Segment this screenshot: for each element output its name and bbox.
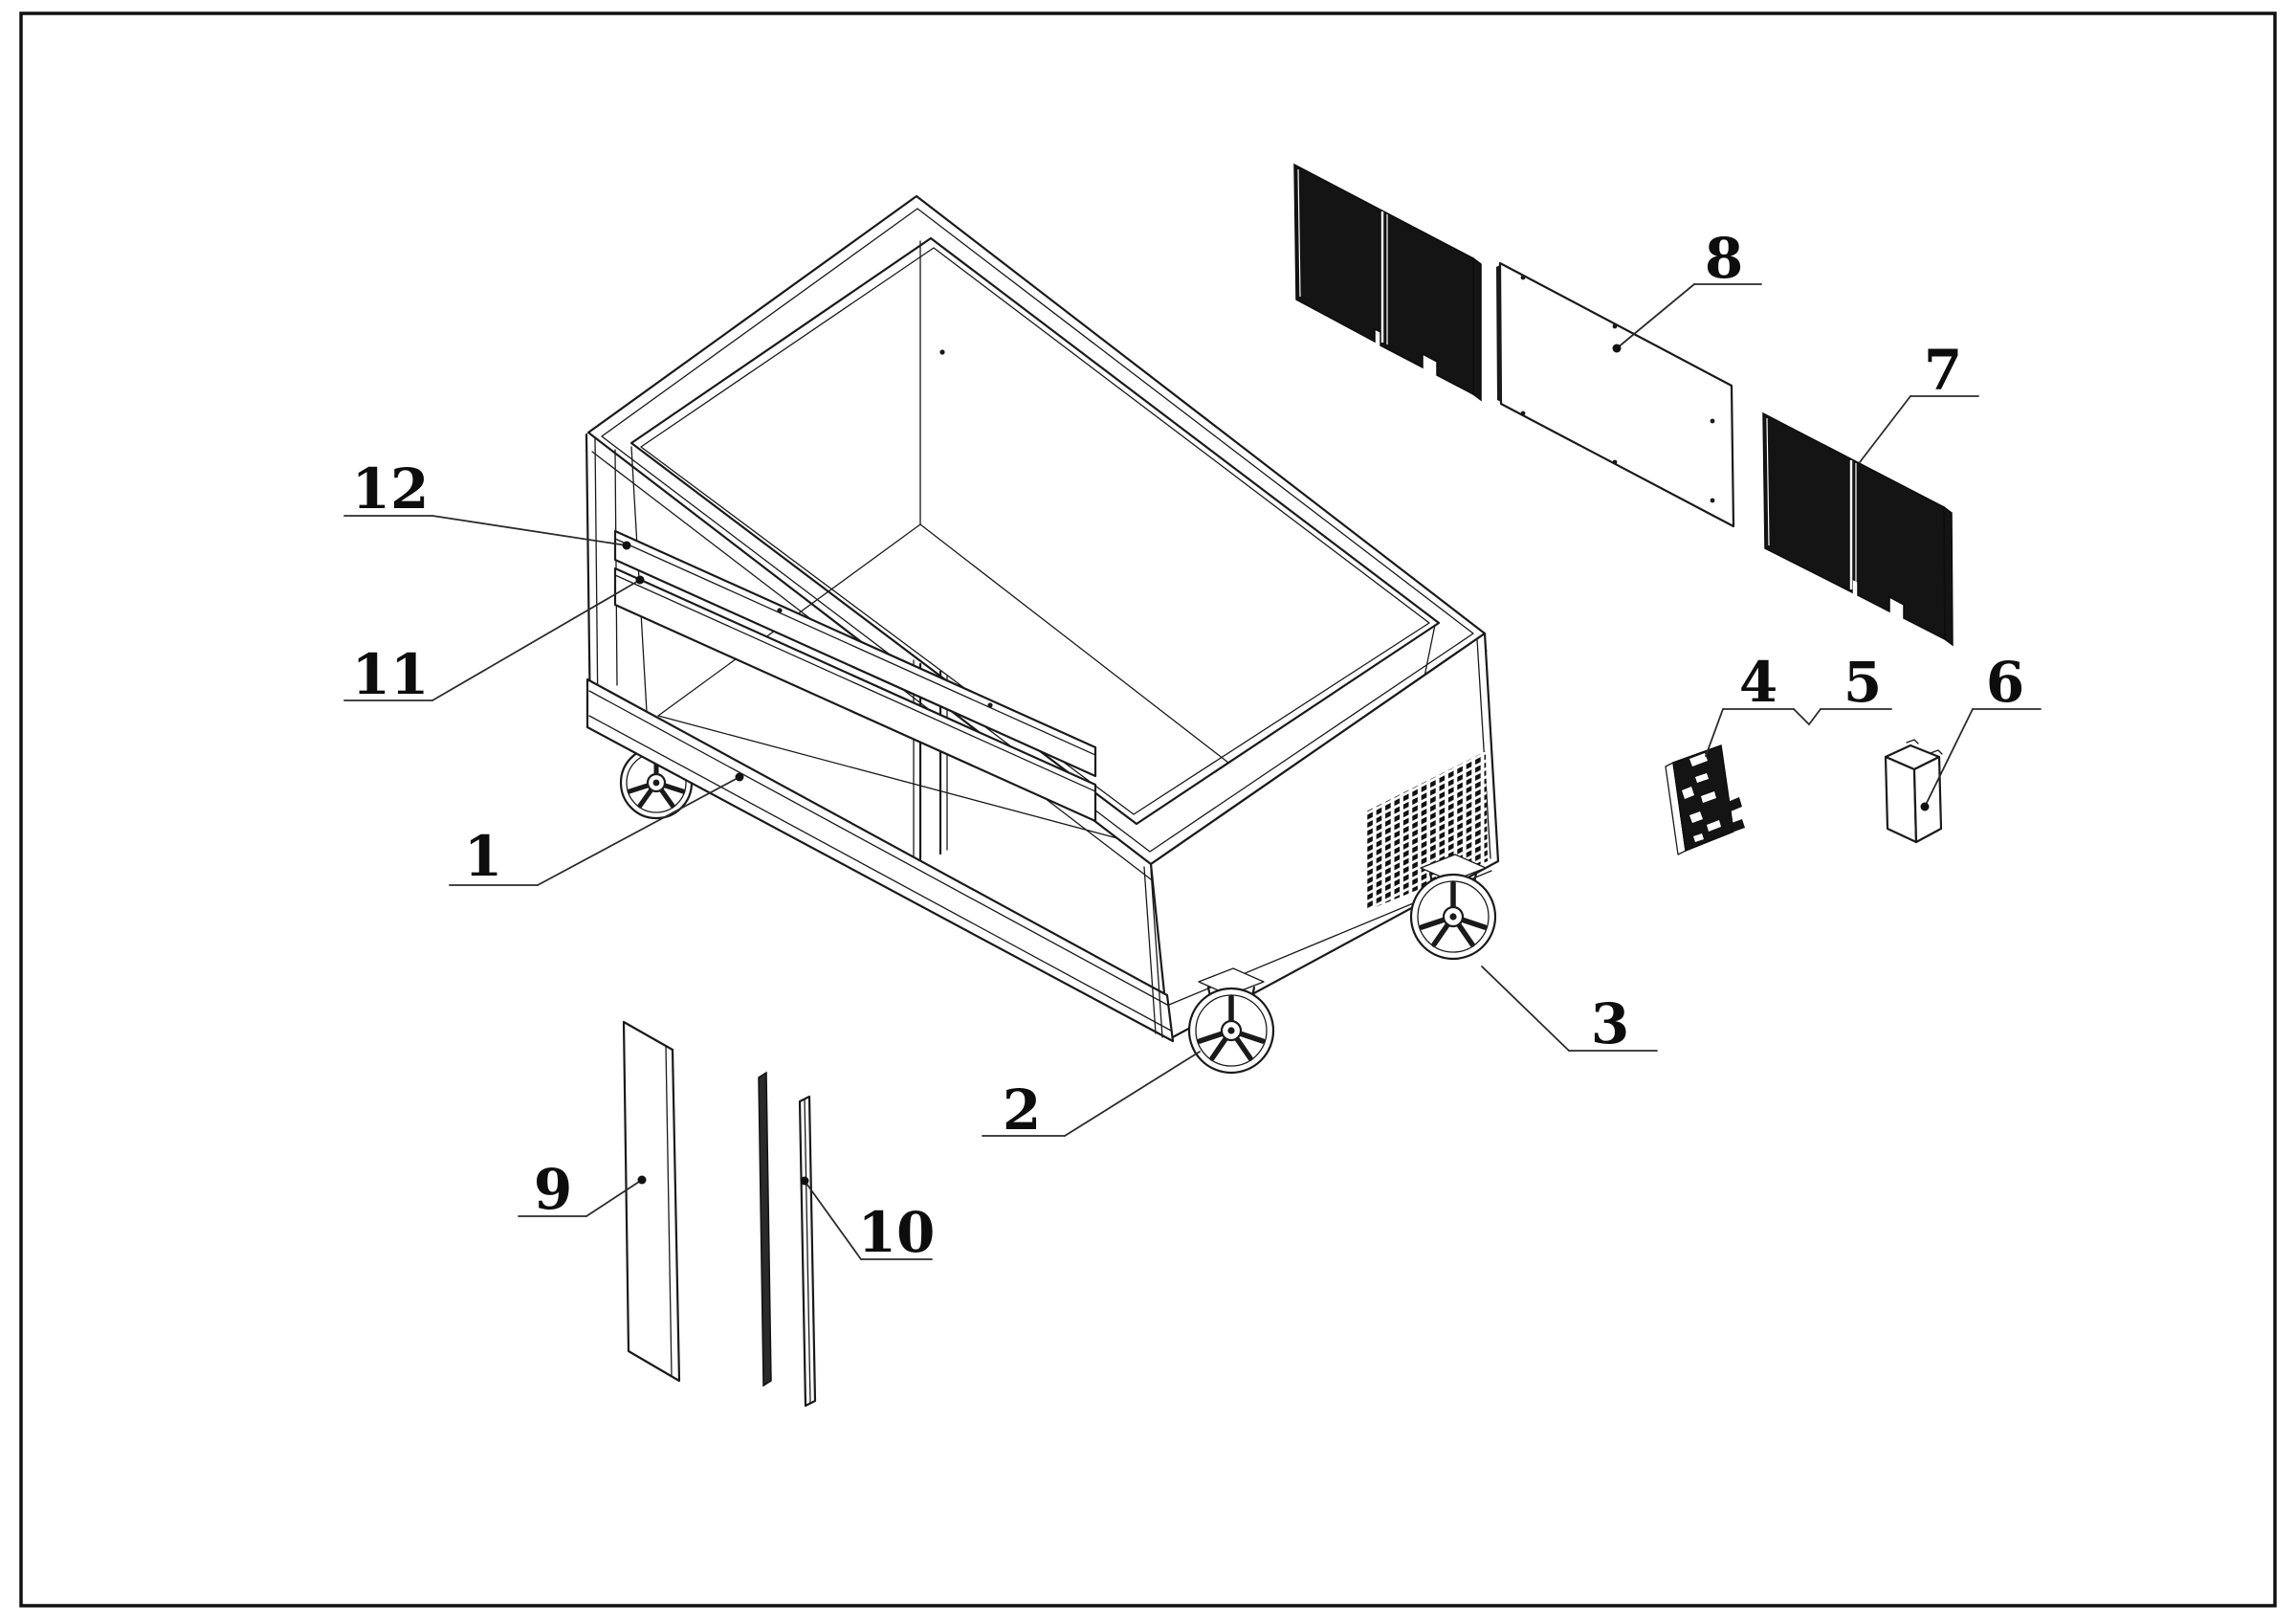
cabinet-body [585, 194, 1500, 1075]
callout-7: 7 [1859, 338, 1979, 463]
part-number-label: 7 [1924, 338, 1962, 403]
relay-box [1884, 739, 1943, 844]
callout-5: 5 [1793, 650, 1892, 726]
back-panel [1496, 261, 1735, 528]
lower-shelf-rail [613, 566, 1097, 823]
part-number-label: 6 [1986, 650, 2024, 715]
callout-2: 2 [982, 1051, 1201, 1143]
callout-4: 4 [1705, 650, 1795, 757]
callout-8: 8 [1612, 226, 1762, 353]
control-board [1665, 744, 1745, 855]
part-number-label: 5 [1843, 650, 1882, 715]
front-caster [1187, 967, 1275, 1075]
base-shelf-band [585, 677, 1175, 1043]
callout-12: 12 [343, 456, 631, 550]
part-number-label: 3 [1591, 991, 1629, 1056]
part-number-label: 12 [352, 456, 430, 522]
grille-panel-left [1293, 163, 1482, 402]
part-number-label: 1 [464, 824, 502, 889]
part-number-label: 10 [858, 1200, 936, 1265]
callout-3: 3 [1481, 966, 1658, 1056]
front-corner-post [1143, 866, 1157, 1034]
part-number-label: 9 [534, 1157, 572, 1222]
grille-panel-right [1762, 411, 1954, 647]
callout-11: 11 [343, 575, 645, 707]
side-strip-panel [622, 1020, 681, 1383]
part-number-label: 4 [1739, 650, 1777, 715]
part-number-label: 11 [352, 642, 430, 707]
part-number-label: 8 [1705, 226, 1743, 291]
callout-6: 6 [1920, 650, 2042, 811]
part-number-label: 2 [1003, 1077, 1041, 1143]
drawing-border [19, 11, 2277, 1608]
callout-9: 9 [518, 1157, 647, 1222]
callout-10: 10 [800, 1176, 936, 1265]
left-face-frame [585, 433, 1097, 865]
trim-strips [758, 1071, 817, 1408]
callout-1: 1 [449, 772, 744, 889]
right-caster [1409, 854, 1497, 961]
